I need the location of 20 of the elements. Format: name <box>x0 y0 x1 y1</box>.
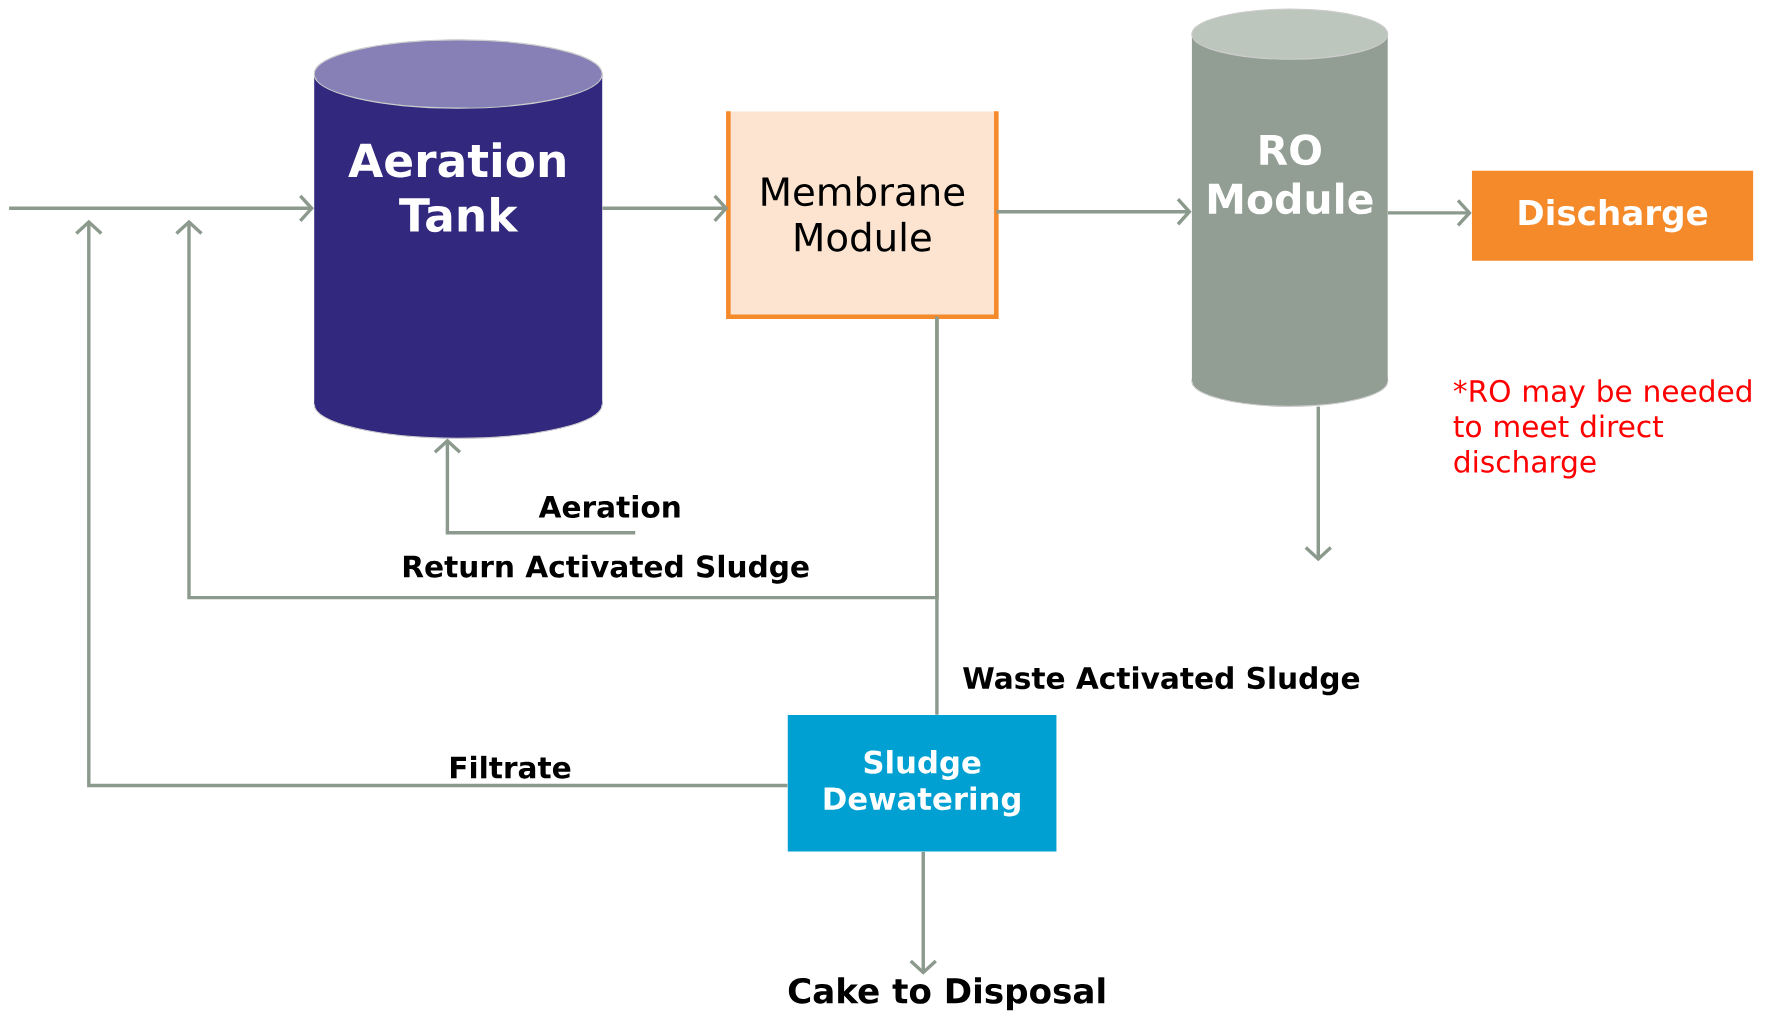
arrow <box>996 197 1192 226</box>
process-box: Membrane Module <box>726 111 999 319</box>
tank-cylinder: Aeration Tank <box>313 39 603 439</box>
arrow <box>602 194 729 222</box>
arrow <box>909 851 937 975</box>
arrow <box>175 219 939 600</box>
arrow <box>433 438 636 535</box>
note-text: *RO may be needed to meet direct discharge <box>1453 379 1751 479</box>
edge-label: Waste Activated Sludge <box>959 663 1363 698</box>
edge-label: Return Activated Sludge <box>398 552 813 586</box>
process-box: Sludge Dewatering <box>787 714 1057 852</box>
flow-label: Cake to Disposal <box>788 977 1105 1011</box>
edge-label: Filtrate <box>446 753 574 781</box>
process-box: Discharge <box>1471 170 1754 261</box>
arrow <box>1387 199 1472 227</box>
tank-cylinder: RO Module <box>1191 8 1389 407</box>
arrow <box>75 219 788 788</box>
edge-label: Aeration <box>536 492 685 521</box>
arrow <box>1304 406 1332 562</box>
arrow <box>9 194 314 222</box>
